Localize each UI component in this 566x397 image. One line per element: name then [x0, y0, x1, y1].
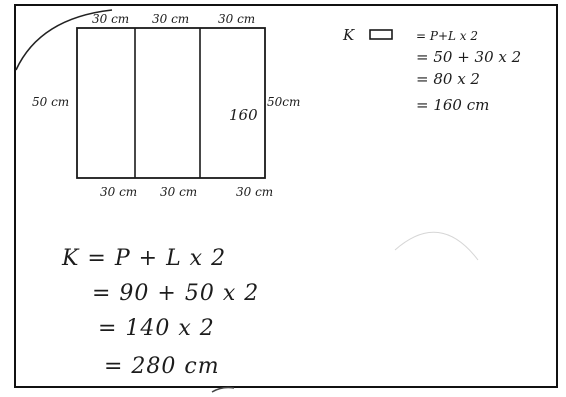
- bottom-label-2: 30 cm: [160, 185, 198, 199]
- worksheet-border: [14, 4, 558, 388]
- top-label-2: 30 cm: [152, 12, 190, 26]
- calc-large-line-1: K = P + L x 2: [62, 246, 227, 271]
- top-label-3: 30 cm: [218, 12, 256, 26]
- faint-arc: [394, 231, 479, 261]
- panel-rectangle: [76, 27, 266, 179]
- left-side-label: 50 cm: [32, 95, 70, 109]
- calc-small-symbol: K: [343, 26, 355, 44]
- right-side-label: 50cm: [267, 95, 301, 109]
- calc-small-line-3: = 80 x 2: [416, 70, 480, 88]
- top-label-1: 30 cm: [92, 12, 130, 26]
- bottom-mark: [211, 386, 235, 393]
- calc-large-line-2: = 90 + 50 x 2: [92, 281, 260, 306]
- bottom-label-3: 30 cm: [236, 185, 274, 199]
- calc-small-line-1: = P+L x 2: [416, 29, 478, 43]
- corner-curve: [15, 9, 113, 71]
- calc-large-line-4: = 280 cm: [104, 354, 220, 379]
- rectangle-symbol: [369, 29, 393, 40]
- bottom-label-1: 30 cm: [100, 185, 138, 199]
- calc-large-line-3: = 140 x 2: [98, 316, 215, 341]
- inner-panel-label: 160: [229, 106, 258, 124]
- calc-small-line-2: = 50 + 30 x 2: [416, 48, 522, 66]
- calc-small-line-4: = 160 cm: [416, 96, 490, 114]
